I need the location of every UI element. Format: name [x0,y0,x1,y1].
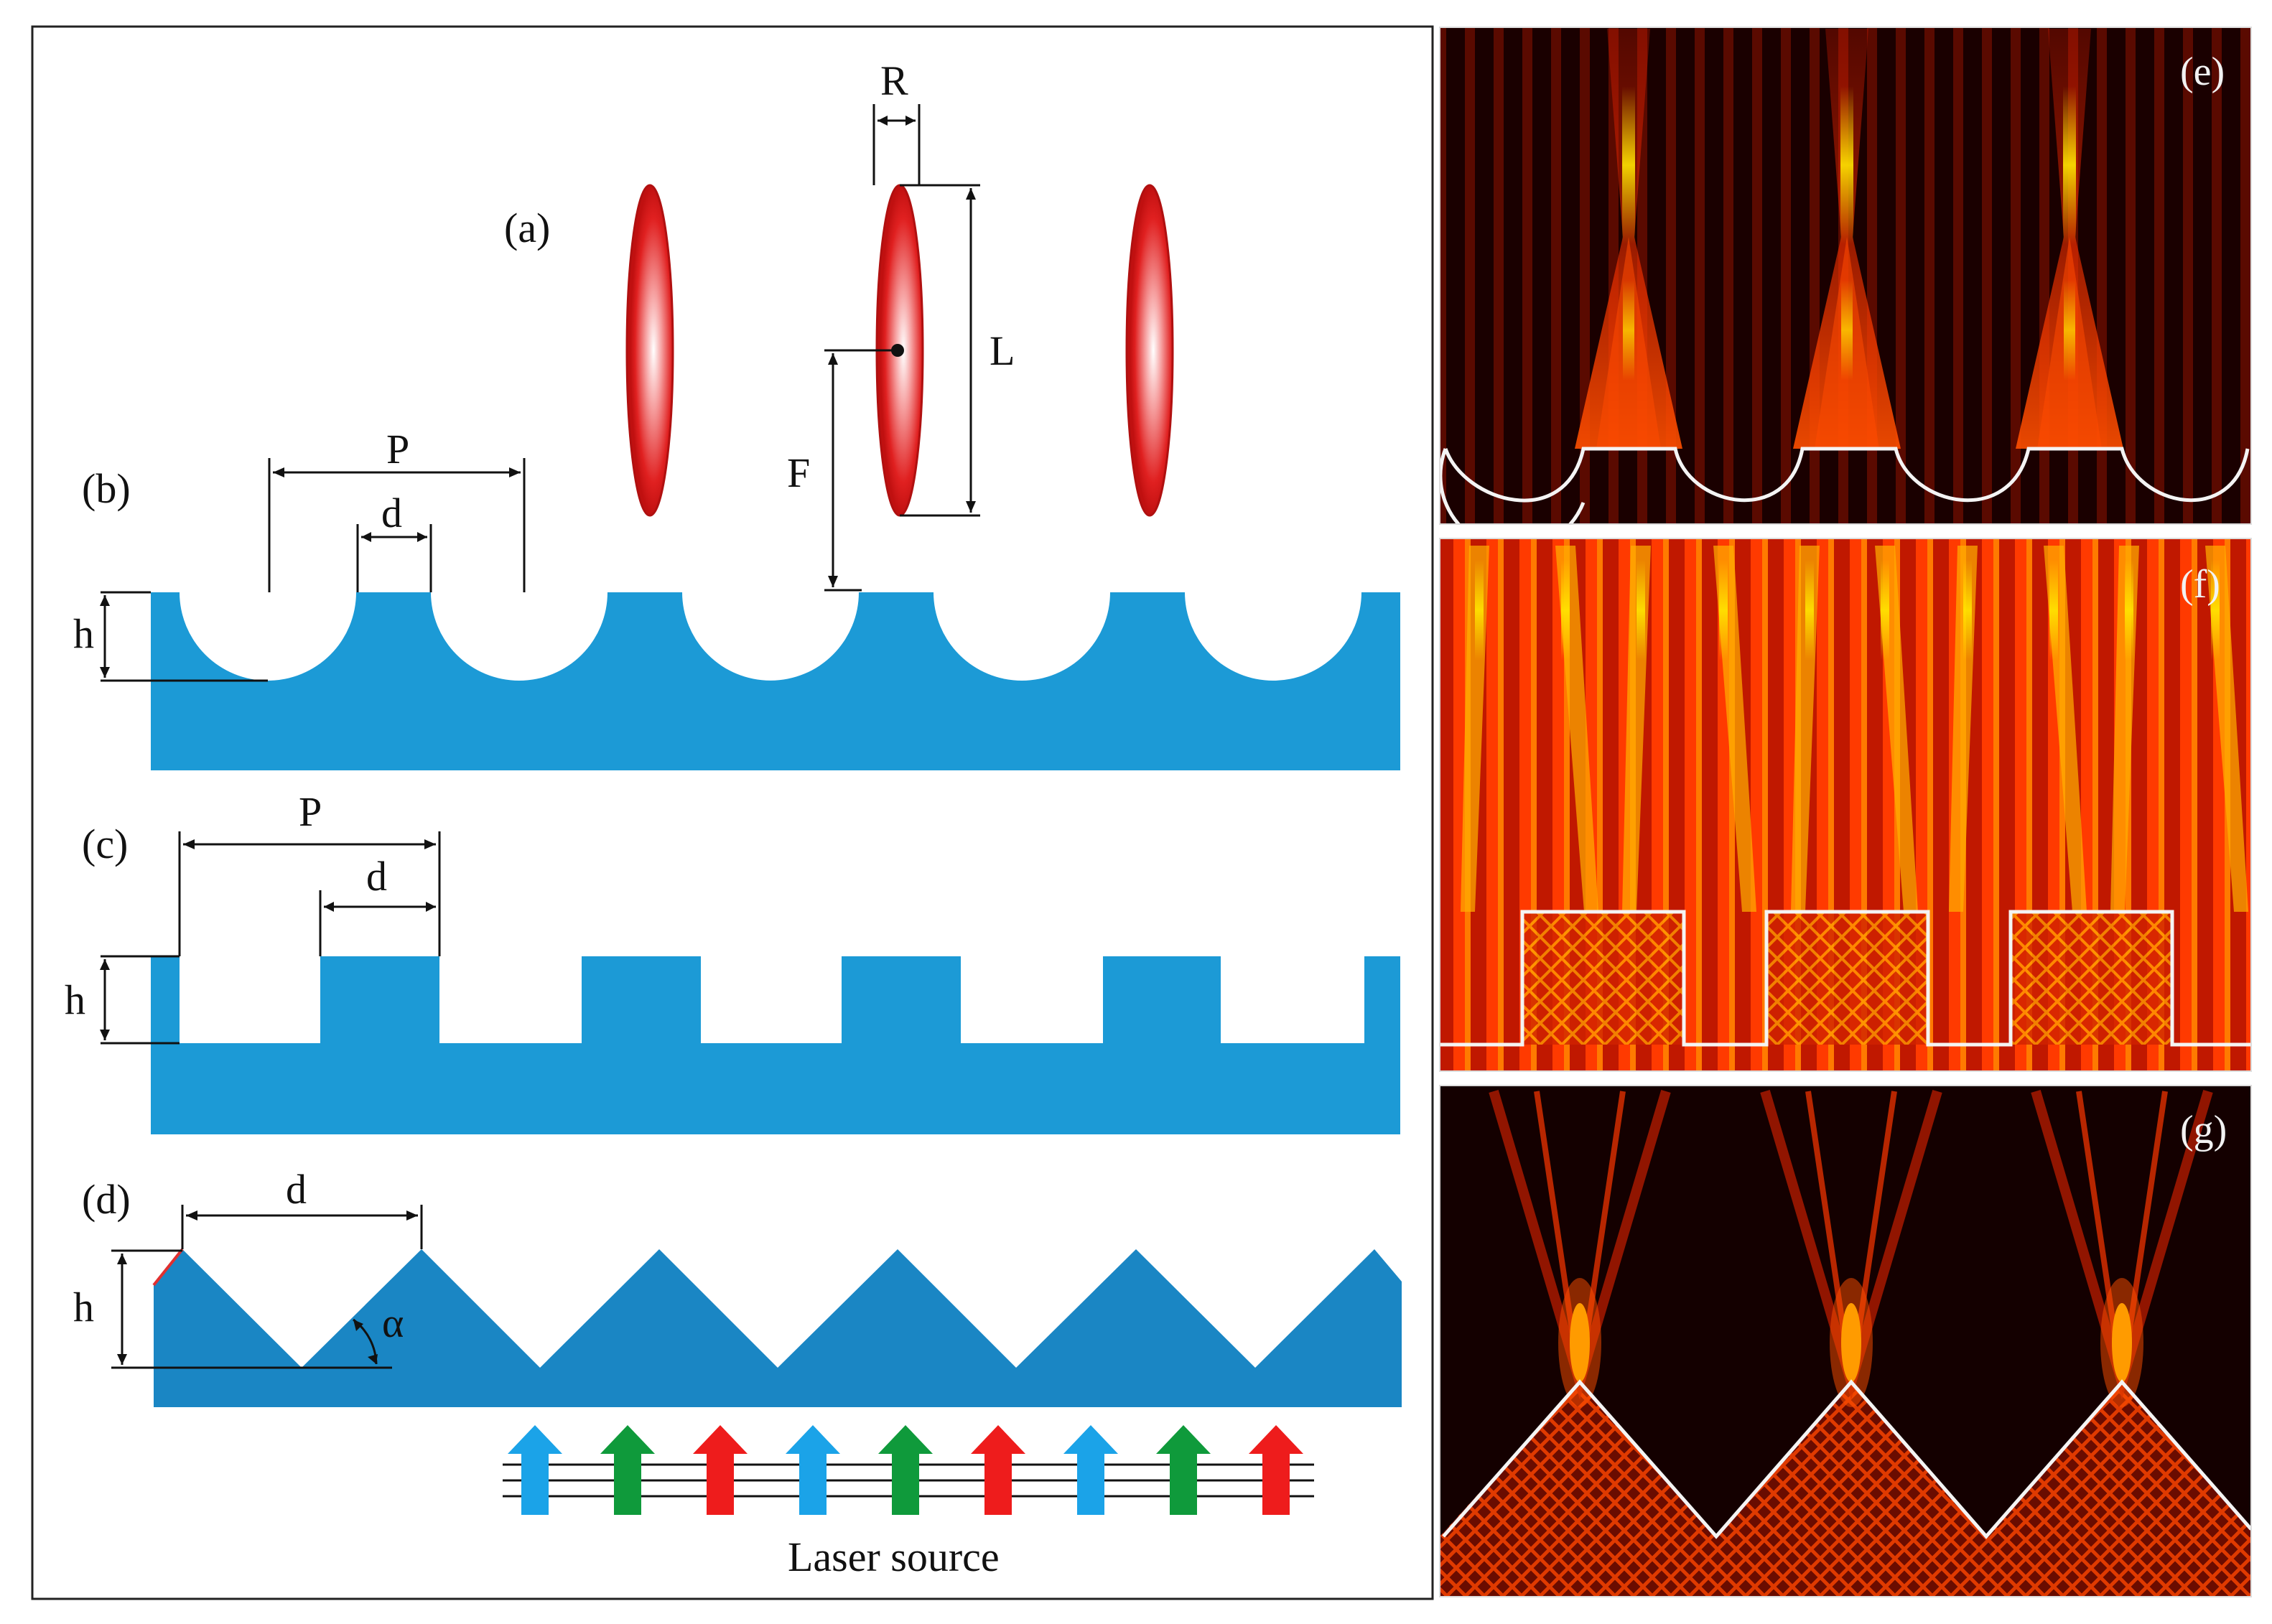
laser-arrow [878,1425,933,1515]
laser-arrow [1249,1425,1303,1515]
laser-arrow [786,1425,840,1515]
panel-label-e: (e) [2180,50,2225,94]
triangular-structure [154,1249,1402,1407]
focused-beam [1575,29,1682,449]
panel-label-f: (f) [2180,562,2220,607]
laser-source-caption: Laser source [788,1534,1000,1580]
dim-h-d: h [73,1284,94,1330]
laser-arrow [600,1425,655,1515]
rectangular-structure [151,956,1400,1134]
dim-L: L [990,327,1015,374]
laser-arrow [971,1425,1025,1515]
field-map-f [1440,538,2251,1071]
microlens-3 [1125,184,1174,517]
dim-P-c: P [299,788,322,835]
microlens-1 [625,184,674,517]
focused-beam [2016,29,2123,449]
panel-label-a: (a) [504,205,550,251]
dim-P-b: P [386,426,409,472]
dim-h-c: h [65,976,85,1023]
panel-label-g: (g) [2180,1108,2227,1152]
dim-d-c: d [366,853,387,900]
dim-F: F [787,449,810,496]
profile-e [1440,447,2250,524]
focused-beam [1793,29,1901,449]
dim-h-b: h [73,610,94,657]
field-map-g [1440,1086,2251,1597]
panel-label-b: (b) [82,465,131,512]
dim-R: R [880,57,908,104]
dim-d-b: d [381,490,402,536]
laser-source [503,1425,1314,1515]
laser-arrow [1156,1425,1211,1515]
microlens-array [625,184,1174,517]
laser-arrow [693,1425,748,1515]
profile-f [1440,910,2251,1047]
panel-label-d: (d) [82,1176,131,1223]
profile-g [1442,1379,2251,1539]
field-map-e [1440,27,2251,524]
concave-structure [151,592,1400,770]
panel-label-c: (c) [82,821,128,867]
laser-arrow [508,1425,562,1515]
dim-d-d: d [286,1166,307,1213]
laser-arrow [1063,1425,1118,1515]
dim-alpha: α [382,1299,404,1346]
